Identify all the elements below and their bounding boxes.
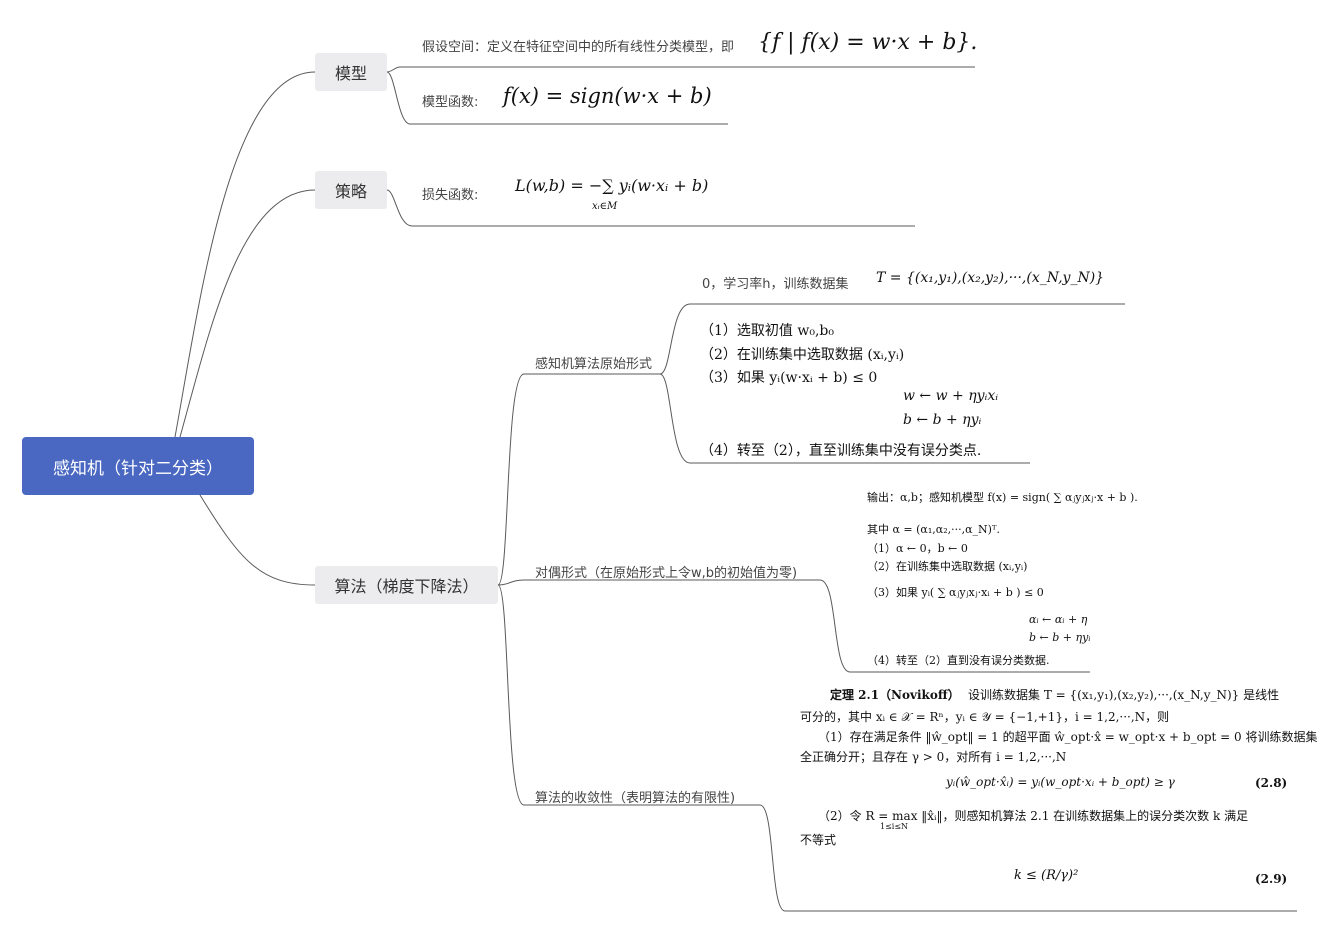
primal-step-2: （2）在训练集中选取数据 (xᵢ,yᵢ): [700, 347, 905, 363]
theorem-line-4: 全正确分开；且存在 γ > 0，对所有 i = 1,2,···,N: [800, 750, 1067, 764]
dual-line-5: （3）如果 yᵢ( ∑ αⱼyⱼxⱼ·xᵢ + b ) ≤ 0: [867, 586, 1044, 599]
max-subscript: 1≤i≤N: [880, 822, 909, 831]
theorem-line-6: （2）令 R = max ‖x̂ᵢ‖，则感知机算法 2.1 在训练数据集上的误分…: [818, 809, 1249, 823]
primal-update-b: b ← b + ηyᵢ: [903, 412, 982, 428]
convergence-label: 算法的收敛性（表明算法的有限性): [535, 791, 736, 806]
strategy-node[interactable]: 策略: [315, 171, 387, 209]
loss-subscript: xᵢ∈M: [592, 201, 618, 212]
primal-step-1: （1）选取初值 w₀,b₀: [700, 323, 834, 339]
model-node[interactable]: 模型: [315, 53, 387, 91]
dual-line-3: （1）α ← 0，b ← 0: [867, 542, 968, 555]
model-function-label: 模型函数:: [422, 95, 479, 110]
eq-number-2-9: (2.9): [1255, 872, 1288, 886]
theorem-line-2: 可分的，其中 xᵢ ∈ 𝒳 = Rⁿ，yᵢ ∈ 𝒴 = {−1,+1}，i = …: [800, 710, 1170, 724]
theorem-line-7: 不等式: [800, 833, 837, 847]
model-function-formula: f(x) = sign(w·x + b): [503, 84, 712, 108]
primal-step-4: （4）转至（2），直至训练集中没有误分类点.: [700, 443, 982, 459]
loss-formula: L(w,b) = −∑ yᵢ(w·xᵢ + b): [515, 176, 709, 195]
theorem-eq-2-9: k ≤ (R/γ)²: [1014, 868, 1079, 883]
primal-update-w: w ← w + ηyᵢxᵢ: [903, 388, 999, 404]
root-label: 感知机（针对二分类）: [53, 458, 223, 479]
theorem-eq-2-8: yᵢ(ŵ_opt·x̂ᵢ) = yᵢ(w_opt·xᵢ + b_opt) ≥ γ: [946, 775, 1175, 789]
dual-line-6: αᵢ ← αᵢ + η: [1029, 613, 1088, 626]
primal-header-formula: T = {(x₁,y₁),(x₂,y₂),···,(x_N,y_N)}: [876, 270, 1105, 286]
dual-line-2: 其中 α = (α₁,α₂,···,α_N)ᵀ.: [867, 523, 1001, 536]
primal-step-3: （3）如果 yᵢ(w·xᵢ + b) ≤ 0: [700, 370, 878, 386]
algorithm-label: 算法（梯度下降法）: [334, 577, 479, 596]
primal-label: 感知机算法原始形式: [535, 357, 653, 372]
loss-label: 损失函数:: [422, 188, 479, 203]
root-node[interactable]: 感知机（针对二分类）: [22, 437, 254, 495]
dual-label: 对偶形式（在原始形式上令w,b的初始值为零): [535, 566, 798, 581]
theorem-title: 定理 2.1（Novikoff）: [830, 688, 960, 702]
dual-line-1: 输出：α,b；感知机模型 f(x) = sign( ∑ αⱼyⱼxⱼ·x + b…: [867, 491, 1138, 504]
theorem-line-3: （1）存在满足条件 ‖ŵ_opt‖ = 1 的超平面 ŵ_opt·x̂ = w_…: [818, 730, 1318, 744]
theorem-line-1: 设训练数据集 T = {(x₁,y₁),(x₂,y₂),···,(x_N,y_N…: [968, 688, 1280, 702]
hypothesis-label: 假设空间：定义在特征空间中的所有线性分类模型，即: [422, 40, 735, 55]
dual-line-4: （2）在训练集中选取数据 (xᵢ,yᵢ): [867, 560, 1028, 573]
primal-header: 0，学习率h，训练数据集: [702, 277, 849, 292]
dual-line-7: b ← b + ηyᵢ: [1029, 631, 1091, 644]
eq-number-2-8: (2.8): [1255, 776, 1288, 790]
dual-line-8: （4）转至（2）直到没有误分类数据.: [867, 654, 1050, 667]
hypothesis-formula: {f | f(x) = w·x + b}.: [758, 30, 978, 55]
strategy-label: 策略: [334, 182, 367, 201]
algorithm-node[interactable]: 算法（梯度下降法）: [315, 566, 498, 604]
model-label: 模型: [334, 64, 367, 83]
